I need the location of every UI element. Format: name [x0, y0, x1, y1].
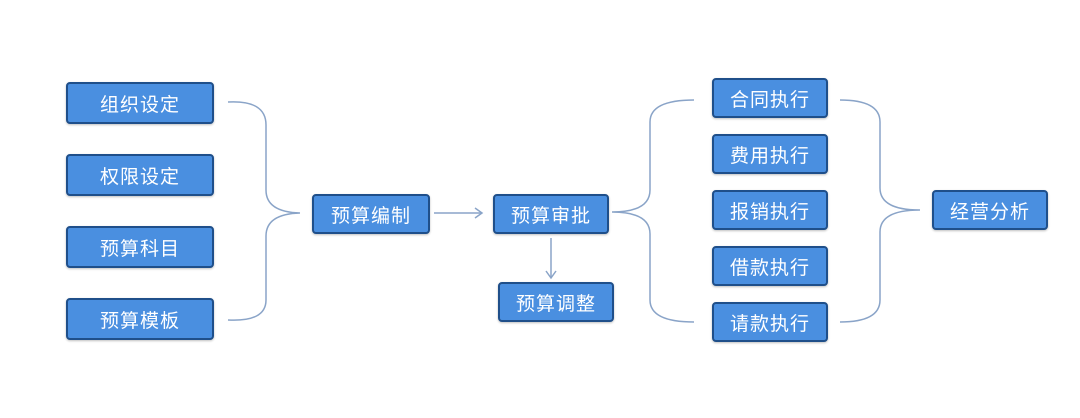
node-budget-subject[interactable]: 预算科目	[66, 226, 214, 268]
left-group-brace	[227, 101, 301, 321]
node-budget-approve[interactable]: 预算审批	[493, 194, 609, 234]
compile-to-approve-arrowhead	[474, 207, 484, 219]
node-reimbursement-execution[interactable]: 报销执行	[712, 190, 828, 230]
execution-open-brace	[611, 99, 695, 323]
approve-to-adjust-arrowhead	[545, 270, 557, 280]
node-budget-template[interactable]: 预算模板	[66, 298, 214, 340]
node-budget-compile[interactable]: 预算编制	[312, 194, 430, 234]
node-org-setup[interactable]: 组织设定	[66, 82, 214, 124]
node-contract-execution[interactable]: 合同执行	[712, 78, 828, 118]
node-business-analysis[interactable]: 经营分析	[932, 190, 1048, 230]
node-payment-request-execution[interactable]: 请款执行	[712, 302, 828, 342]
node-expense-execution[interactable]: 费用执行	[712, 134, 828, 174]
node-budget-adjust[interactable]: 预算调整	[498, 282, 614, 322]
node-permission-setup[interactable]: 权限设定	[66, 154, 214, 196]
execution-close-brace	[839, 99, 921, 323]
node-loan-execution[interactable]: 借款执行	[712, 246, 828, 286]
